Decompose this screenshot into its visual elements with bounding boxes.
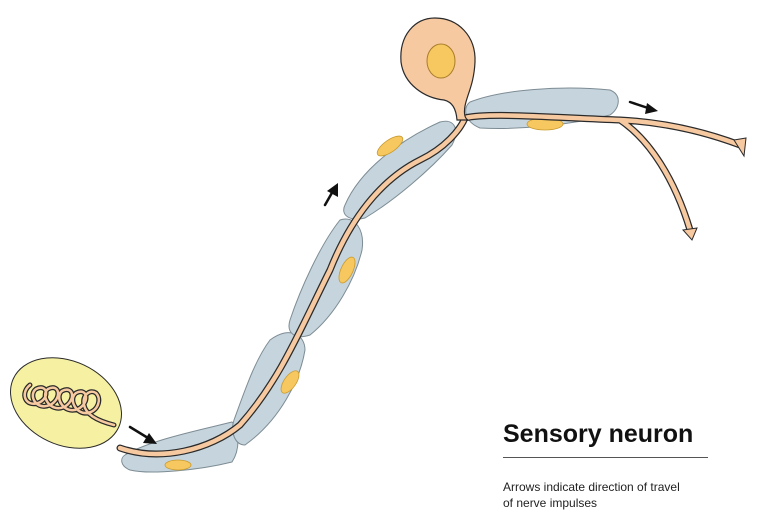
myelin-segment-1 [121, 421, 239, 473]
direction-arrow [323, 183, 338, 207]
axon [116, 111, 744, 458]
schwann-nuclei [164, 117, 564, 471]
schwann-nucleus-1 [164, 459, 192, 471]
myelin-sheath [121, 87, 619, 473]
diagram-title: Sensory neuron [503, 420, 694, 448]
direction-arrows [128, 100, 658, 444]
axon-terminal [682, 137, 747, 241]
caption: Arrows indicate direction of travel of n… [503, 479, 723, 511]
direction-arrow [128, 425, 157, 444]
schwann-nucleus-3 [338, 256, 356, 284]
direction-arrow [628, 100, 658, 114]
schwann-nucleus-4 [376, 135, 404, 157]
caption-line-2: of nerve impulses [503, 496, 598, 510]
sensory-receptor [10, 357, 122, 449]
cell-body [400, 17, 476, 121]
caption-line-1: Arrows indicate direction of travel [503, 480, 680, 494]
title-divider [503, 457, 708, 458]
schwann-nucleus-2 [280, 370, 300, 394]
nucleus [426, 43, 456, 79]
